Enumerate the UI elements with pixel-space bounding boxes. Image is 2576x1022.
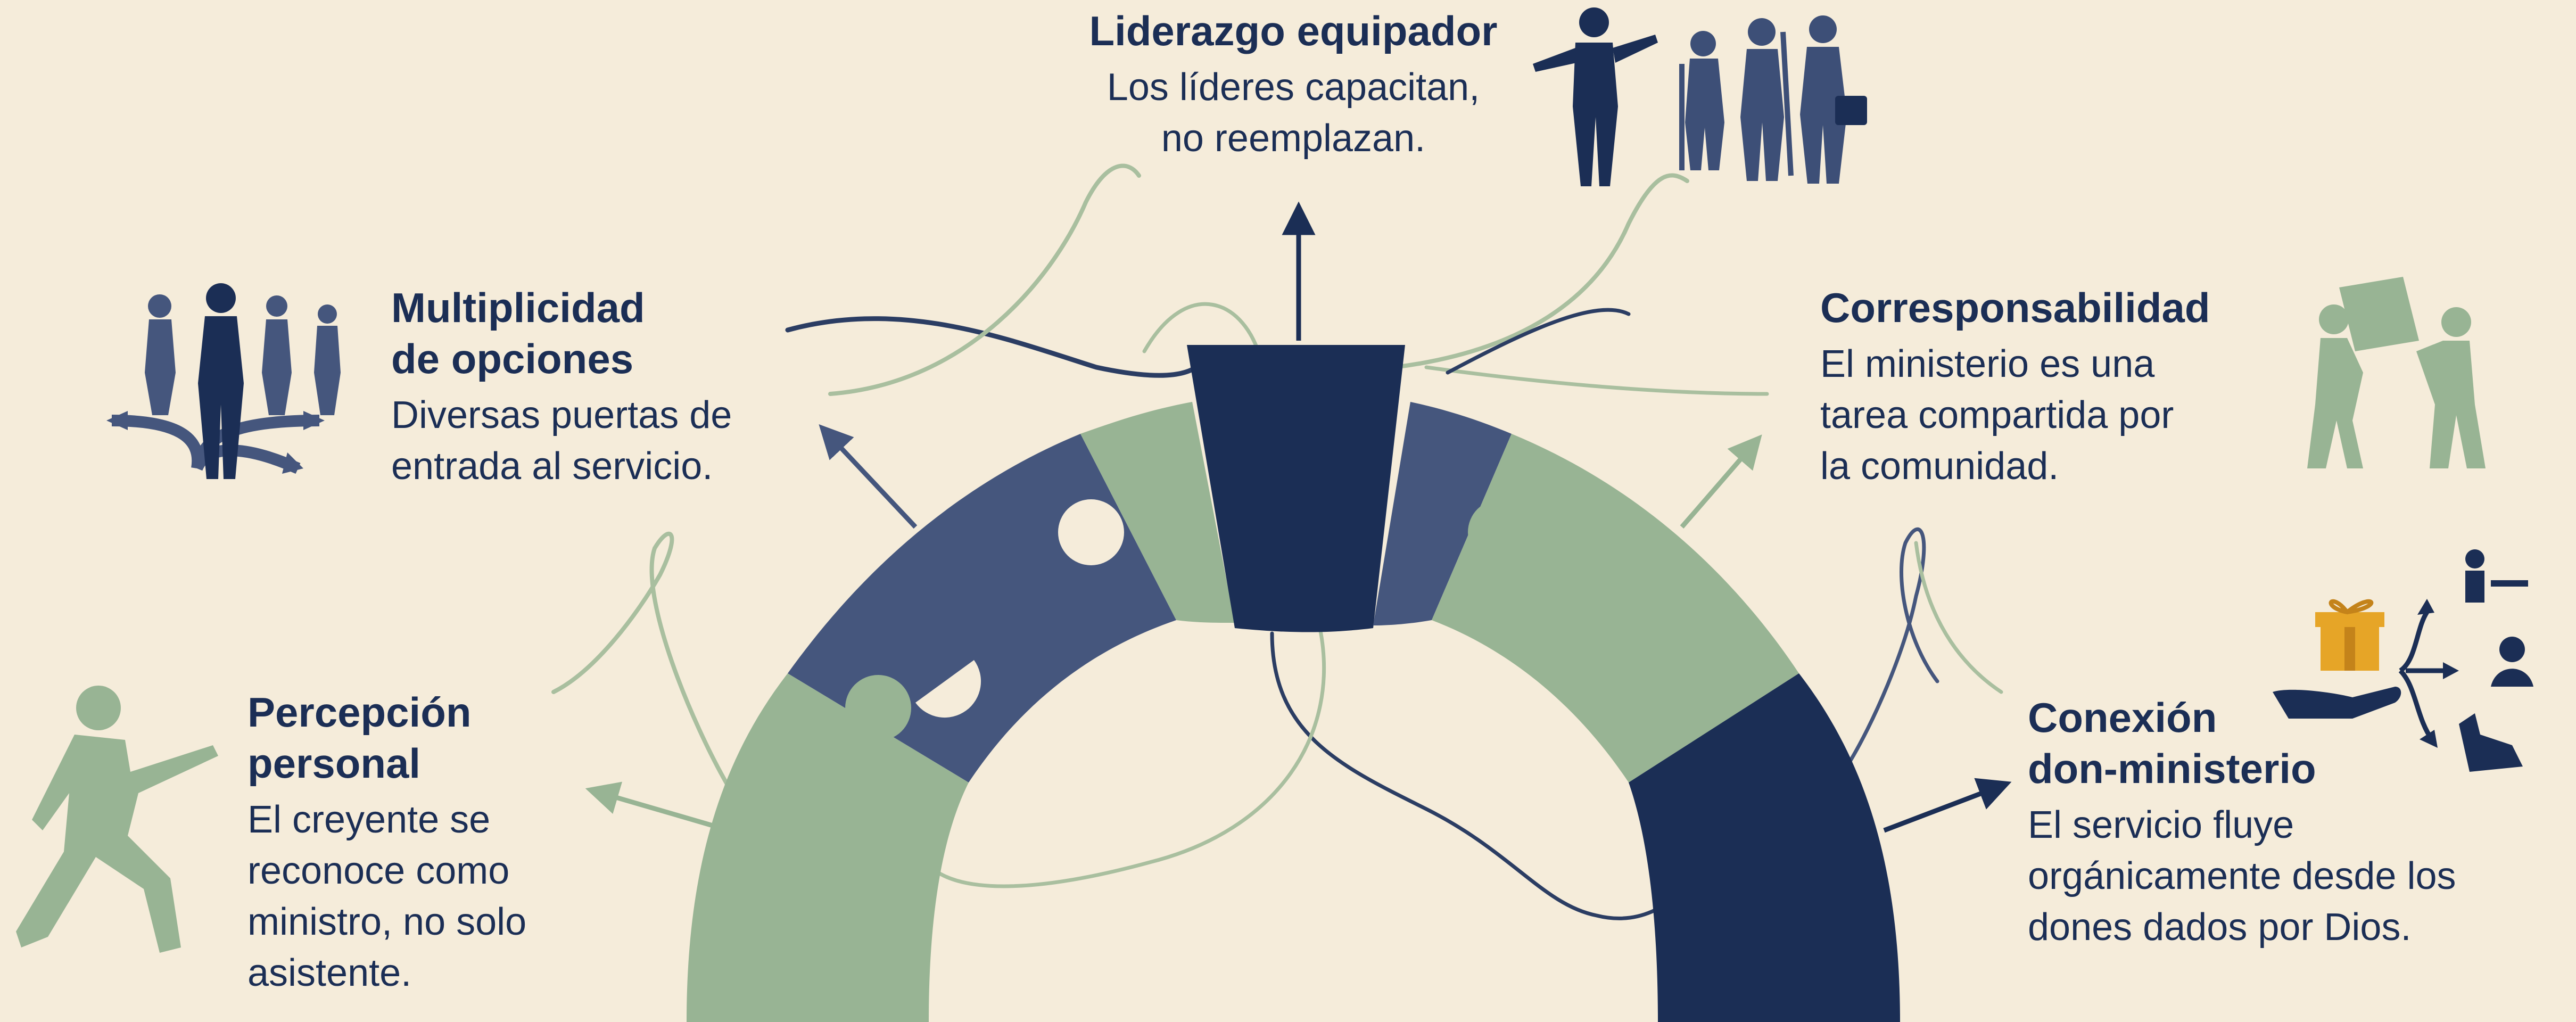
puzzle-knob (845, 675, 911, 741)
gift-in-hand-to-service-icon (2273, 549, 2533, 772)
arrow-left (585, 781, 730, 833)
arch-piece-right-base (1629, 673, 1900, 1022)
arrow-right (1883, 778, 2012, 833)
node-liderazgo: Liderazgo equipador Los líderes capacita… (1043, 5, 1543, 164)
node-multiplicidad-description: Diversas puertas de entrada al servicio. (391, 394, 732, 488)
decorative-curves (551, 163, 2003, 920)
node-conexion-description: El servicio fluye orgánicamente desde lo… (2028, 804, 2456, 949)
walking-person-reaching-icon (16, 686, 218, 953)
node-liderazgo-title: Liderazgo equipador (1089, 7, 1498, 54)
node-corresponsabilidad: Corresponsabilidad El ministerio es una … (1820, 282, 2289, 492)
node-multiplicidad-title: Multiplicidad de opciones (391, 284, 645, 382)
node-corresponsabilidad-title: Corresponsabilidad (1820, 284, 2210, 331)
node-conexion: Conexión don-ministerio El servicio fluy… (2028, 692, 2539, 953)
two-people-carrying-box-icon (2307, 277, 2486, 468)
node-corresponsabilidad-description: El ministerio es una tarea compartida po… (1820, 343, 2174, 488)
arch-piece-right-slate (1373, 402, 1512, 625)
node-liderazgo-description: Los líderes capacitan, no reemplazan. (1107, 66, 1480, 160)
arch-piece-right-upper (1432, 434, 1799, 782)
arch-piece-left-sage (1080, 402, 1235, 623)
node-percepcion: Percepción personal El creyente se recon… (247, 687, 684, 999)
arrows (585, 201, 2012, 833)
node-percepcion-description: El creyente se reconoce como ministro, n… (247, 798, 527, 994)
leader-with-workers-icon (1533, 7, 1867, 186)
node-percepcion-title: Percepción personal (247, 689, 472, 787)
people-branching-paths-icon (106, 283, 341, 479)
arrow-up-right (1680, 434, 1762, 529)
arch-piece-keystone (1187, 345, 1405, 632)
puzzle-arch (687, 345, 1900, 1022)
arrow-up-left (819, 424, 918, 529)
node-conexion-title: Conexión don-ministerio (2028, 694, 2316, 792)
arch-piece-left-base (687, 673, 969, 1022)
puzzle-socket (1058, 499, 1124, 565)
node-multiplicidad: Multiplicidad de opciones Diversas puert… (391, 282, 828, 492)
